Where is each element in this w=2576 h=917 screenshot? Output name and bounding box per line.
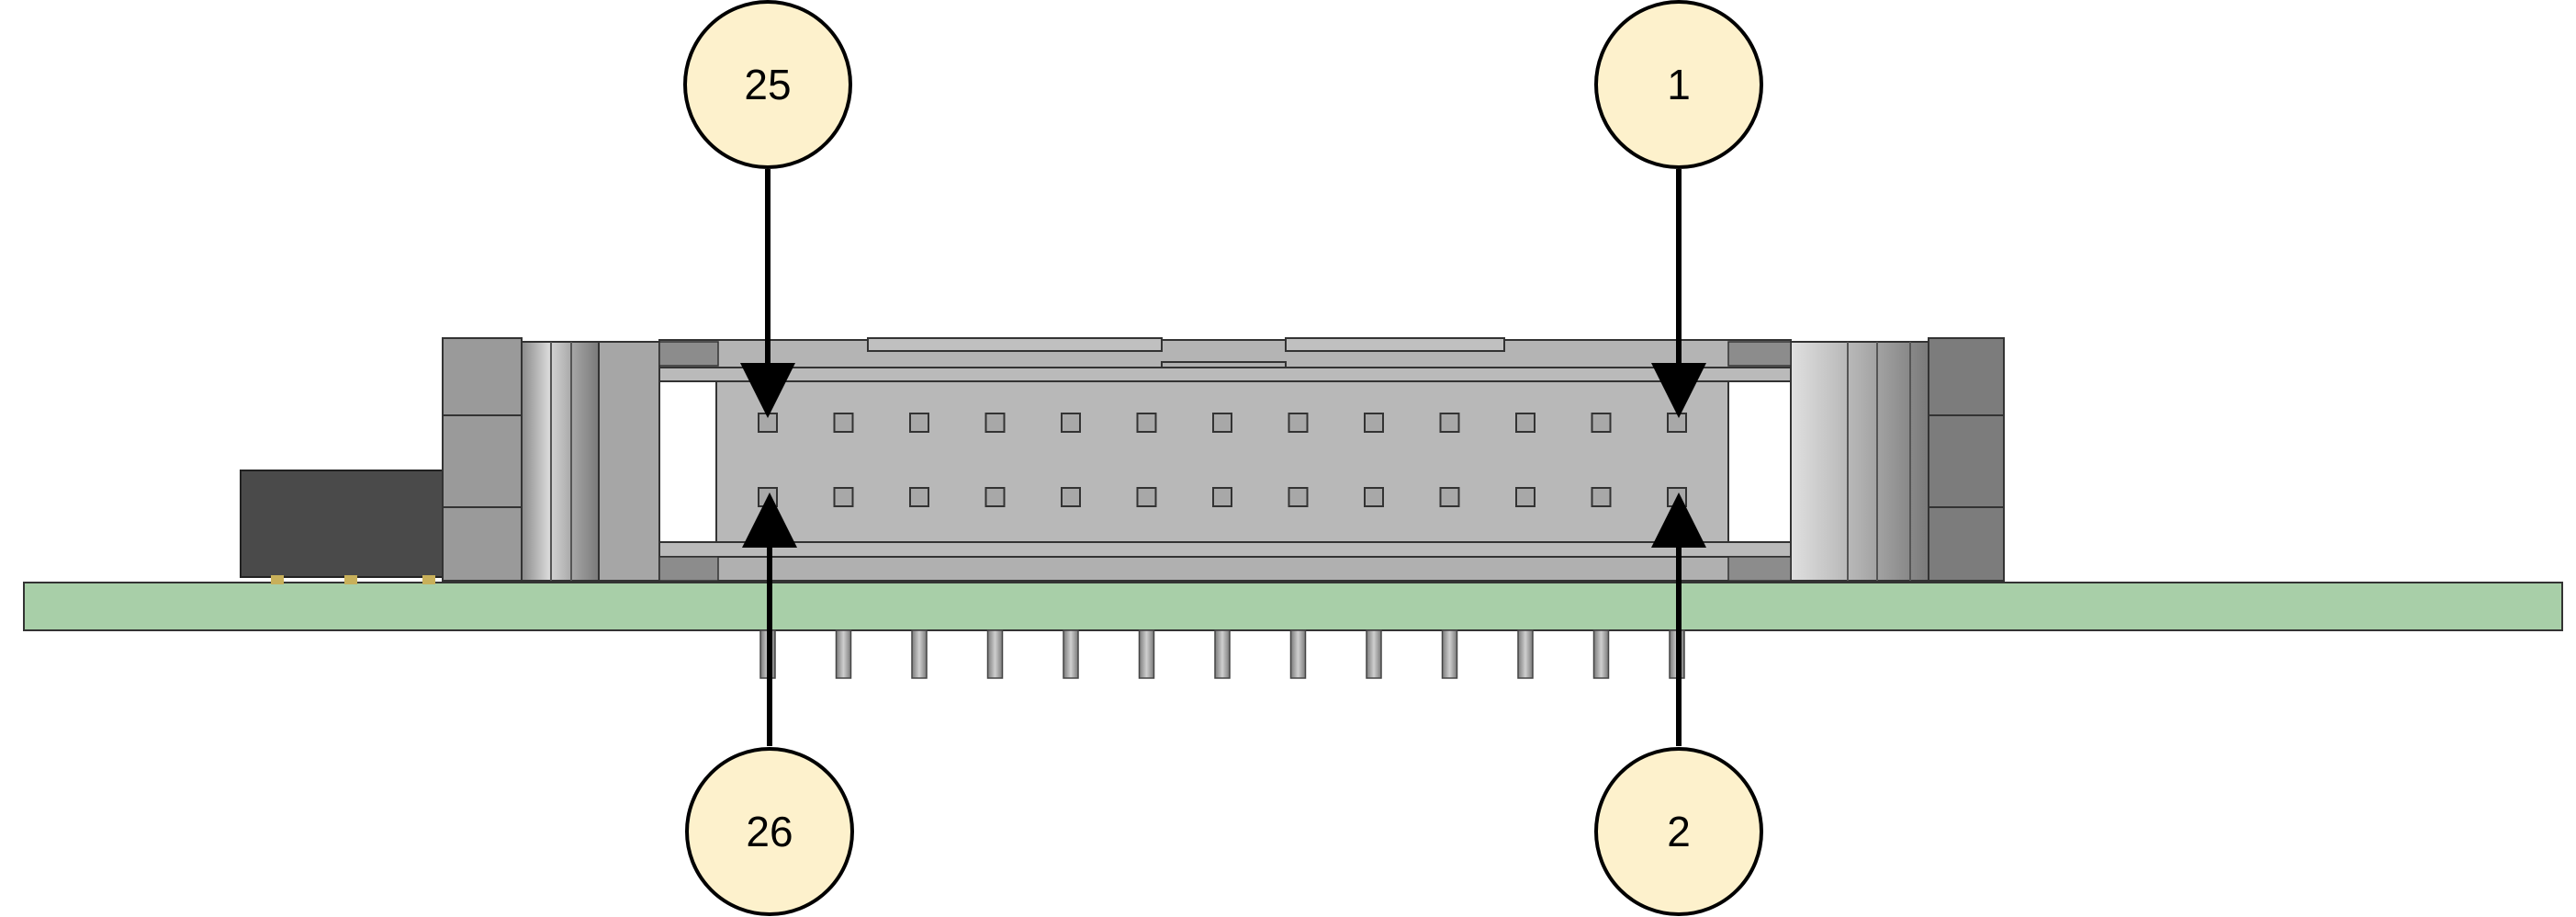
pin-hole <box>1061 413 1081 433</box>
pin-hole <box>1288 413 1309 433</box>
pin-hole <box>833 487 854 507</box>
callouts: 25 1 26 2 <box>683 0 1763 916</box>
left-latch <box>442 337 660 582</box>
pin-leg <box>1366 629 1382 679</box>
pin-leg <box>1517 629 1534 679</box>
callout-2: 2 <box>1594 492 1763 916</box>
callout-label: 1 <box>1667 61 1691 108</box>
pin-leg <box>1441 629 1458 679</box>
callout-label: 25 <box>744 61 791 108</box>
pin-leg <box>1289 629 1307 679</box>
pin-leg <box>1138 629 1155 679</box>
pin-hole <box>1667 487 1687 507</box>
callout-25: 25 <box>683 0 852 418</box>
pin-hole <box>984 413 1006 433</box>
right-latch <box>1790 337 2005 582</box>
pin-hole <box>1364 487 1384 507</box>
callout-label: 26 <box>746 808 793 855</box>
pin-legs <box>759 629 1685 679</box>
pin-hole <box>1136 487 1157 507</box>
connector-housing <box>658 337 1792 582</box>
pin-hole <box>833 413 854 433</box>
pin-hole <box>758 413 778 433</box>
pin-hole <box>1212 413 1232 433</box>
pin-hole <box>1288 487 1309 507</box>
pin-leg <box>911 629 928 679</box>
pin-hole <box>1136 413 1157 433</box>
pin-hole <box>909 487 929 507</box>
side-component <box>240 470 444 584</box>
callout-circle <box>685 747 854 916</box>
pin-hole <box>984 487 1006 507</box>
pin-leg <box>1063 629 1079 679</box>
pin-leg <box>1214 629 1231 679</box>
pin-leg <box>835 629 852 679</box>
callout-label: 2 <box>1667 808 1691 855</box>
callout-circle <box>1594 0 1763 169</box>
pin-hole <box>1439 487 1460 507</box>
pin-leg <box>1592 629 1610 679</box>
callout-circle <box>1594 747 1763 916</box>
callout-26: 26 <box>685 492 854 916</box>
pin-leg <box>986 629 1004 679</box>
pin-hole <box>1591 487 1612 507</box>
pin-hole <box>909 413 929 433</box>
callout-circle <box>683 0 852 169</box>
pin-hole <box>1515 487 1535 507</box>
pin-hole <box>1439 413 1460 433</box>
pin-hole <box>1591 413 1612 433</box>
pin-hole <box>758 487 778 507</box>
pcb-board <box>23 582 2563 631</box>
pin-hole <box>1364 413 1384 433</box>
callout-1: 1 <box>1594 0 1763 418</box>
pin-hole <box>1212 487 1232 507</box>
pin-hole <box>1061 487 1081 507</box>
pin-hole <box>1667 413 1687 433</box>
pin-hole <box>1515 413 1535 433</box>
